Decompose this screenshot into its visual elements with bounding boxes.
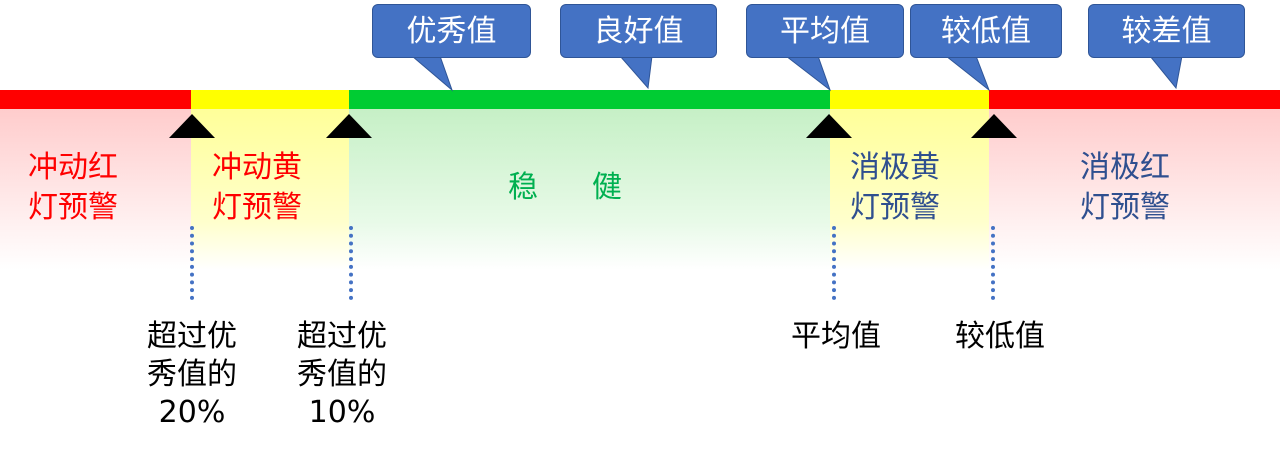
- zone-passive-yellow-bg: [830, 109, 989, 270]
- threshold-label-2: 超过优 秀值的 10%: [297, 319, 387, 430]
- callout-average: 平均值: [746, 4, 904, 58]
- zone-label-impulsive-yellow: 冲动黄 灯预警: [212, 150, 302, 225]
- threshold-arrow-3: [806, 114, 852, 138]
- callout-low: 较低值: [910, 4, 1062, 58]
- callout-poor: 较差值: [1088, 4, 1245, 58]
- callout-tail-excellent: [410, 55, 1183, 92]
- zone-label-impulsive-red: 冲动红 灯预警: [28, 150, 118, 225]
- threshold-label-1: 超过优 秀值的 20%: [147, 319, 237, 430]
- zone-stable-bg: [349, 109, 830, 270]
- bar-segment-yellow-right: [830, 90, 989, 109]
- zone-label-passive-yellow: 消极黄 灯预警: [850, 150, 940, 225]
- zone-passive-red-bg: [989, 109, 1280, 270]
- threshold-dotted-line-1: [190, 226, 194, 300]
- threshold-dotted-line-3: [832, 226, 836, 300]
- zone-label-passive-red: 消极红 灯预警: [1080, 150, 1170, 225]
- zone-impulsive-yellow-bg: [191, 109, 349, 270]
- threshold-dotted-line-4: [991, 226, 995, 300]
- bar-segment-red-left: [0, 90, 191, 109]
- threshold-arrow-1: [169, 114, 215, 138]
- zone-label-stable: 稳健: [508, 170, 622, 205]
- threshold-label-4: 较低值: [955, 319, 1045, 354]
- bar-segment-red-right: [989, 90, 1280, 109]
- threshold-arrow-4: [971, 114, 1017, 138]
- callout-good: 良好值: [560, 4, 717, 58]
- callout-excellent: 优秀值: [372, 4, 531, 58]
- threshold-arrow-2: [326, 114, 372, 138]
- threshold-dotted-line-2: [349, 226, 353, 300]
- zone-impulsive-red-bg: [0, 109, 191, 270]
- bar-segment-green: [349, 90, 830, 109]
- threshold-label-3: 平均值: [791, 319, 881, 354]
- bar-segment-yellow-left: [191, 90, 349, 109]
